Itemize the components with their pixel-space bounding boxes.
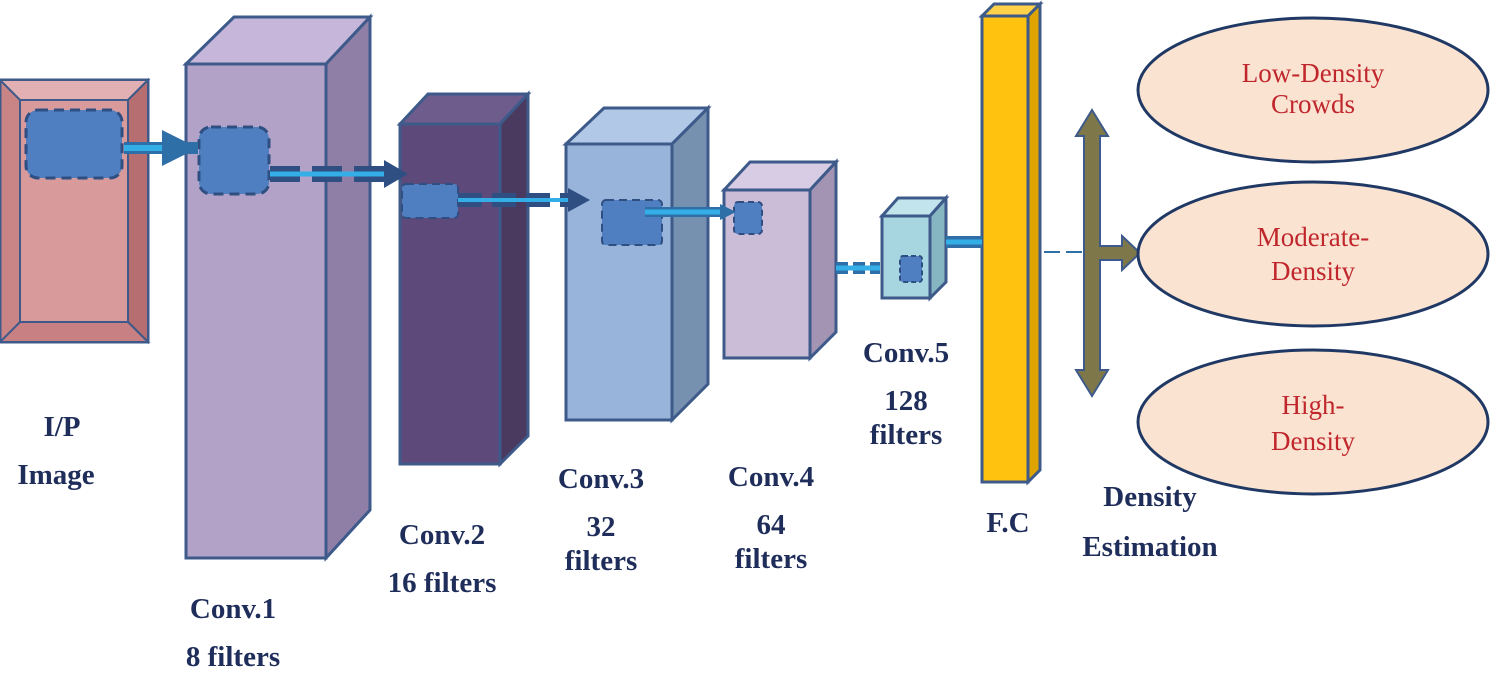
conv1-kernel bbox=[197, 125, 271, 196]
conv4-filters-num: 64 bbox=[757, 509, 786, 541]
output-high-density-line1: High- bbox=[1282, 390, 1345, 420]
conv1-label: Conv.1 bbox=[190, 593, 276, 625]
conv4-block bbox=[720, 158, 840, 362]
conv1-block bbox=[182, 13, 374, 562]
conv5-filters-word: filters bbox=[870, 419, 942, 451]
input-image-block bbox=[0, 77, 151, 345]
conv4-filters-word: filters bbox=[735, 543, 807, 575]
estimation-label-line2: Estimation bbox=[1082, 531, 1217, 563]
output-low-density-line2: Crowds bbox=[1271, 89, 1355, 119]
conv4-kernel bbox=[733, 201, 763, 235]
fc-label: F.C bbox=[986, 507, 1029, 539]
input-label-line1: I/P bbox=[43, 411, 80, 443]
conv2-filters: 16 filters bbox=[388, 567, 497, 599]
conv2-label: Conv.2 bbox=[399, 519, 485, 551]
output-low-density: Low-Density Crowds bbox=[1136, 16, 1490, 164]
output-moderate-density-line1: Moderate- bbox=[1257, 222, 1369, 252]
conv3-block bbox=[562, 104, 712, 424]
fc-block bbox=[978, 0, 1044, 486]
output-high-density: High- Density bbox=[1136, 348, 1490, 496]
estimation-label-line1: Density bbox=[1103, 481, 1197, 513]
conv5-block bbox=[878, 194, 950, 302]
output-moderate-density: Moderate- Density bbox=[1136, 180, 1490, 328]
density-split-arrow bbox=[1074, 108, 1142, 398]
input-label-line2: Image bbox=[17, 459, 94, 491]
conv5-kernel bbox=[899, 255, 923, 283]
conv5-label: Conv.5 bbox=[863, 337, 949, 369]
conv3-filters-word: filters bbox=[565, 545, 637, 577]
conv1-filters: 8 filters bbox=[186, 641, 280, 673]
conv5-filters-num: 128 bbox=[884, 385, 928, 417]
conv3-to-conv4-arrow bbox=[645, 204, 736, 220]
conv2-kernel bbox=[401, 183, 459, 219]
output-high-density-line2: Density bbox=[1271, 426, 1355, 456]
input-kernel bbox=[24, 108, 124, 180]
conv3-filters-num: 32 bbox=[587, 511, 616, 543]
conv2-block bbox=[396, 90, 532, 468]
conv4-label: Conv.4 bbox=[728, 461, 814, 493]
conv1-to-conv2-arrow bbox=[270, 160, 408, 188]
conv2-to-conv3-arrow bbox=[458, 188, 590, 212]
conv3-label: Conv.3 bbox=[558, 463, 644, 495]
conv3-kernel bbox=[601, 199, 663, 246]
output-low-density-line1: Low-Density bbox=[1242, 58, 1385, 88]
output-moderate-density-line2: Density bbox=[1271, 256, 1355, 286]
